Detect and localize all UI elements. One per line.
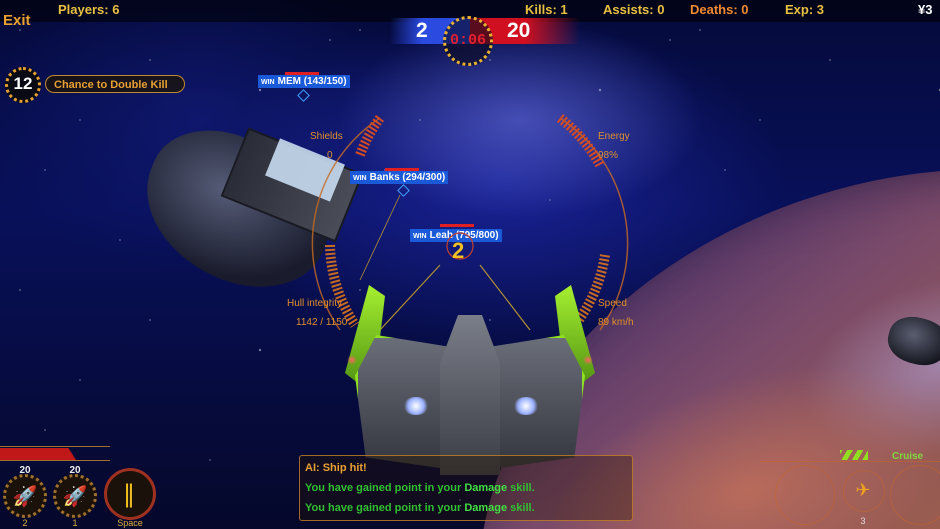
ability-slot[interactable] bbox=[843, 470, 885, 512]
nav-light bbox=[583, 355, 593, 365]
chat-text: skill. bbox=[507, 482, 535, 494]
hull-value: 1142 / 1150 bbox=[296, 317, 348, 328]
player-ship bbox=[345, 285, 595, 485]
energy-value: 98% bbox=[598, 150, 619, 161]
cruise-speed-icon bbox=[840, 450, 868, 460]
chat-log: AI: Ship hit! You have gained point in y… bbox=[299, 455, 633, 521]
target-name: MEM (143/150) bbox=[277, 76, 347, 87]
ability-slot-empty[interactable] bbox=[890, 465, 940, 525]
missile-icon: 🚀 bbox=[62, 484, 88, 508]
streak-count: 12 bbox=[13, 74, 33, 93]
streak-message: Chance to Double Kill bbox=[45, 75, 185, 93]
kills-stat: Kills: 1 bbox=[525, 2, 568, 17]
chat-text: skill. bbox=[507, 502, 535, 514]
energy-label: Energy bbox=[598, 131, 630, 142]
top-stats-bar bbox=[0, 0, 940, 22]
weapon-ammo: 20 bbox=[19, 465, 31, 476]
hull-label: Hull integrity bbox=[287, 298, 343, 309]
weapon-slot-missile[interactable]: 🚀 bbox=[3, 474, 47, 518]
weapon-heat-frame bbox=[0, 446, 110, 461]
blue-team-score: 2 bbox=[416, 19, 428, 42]
assists-stat: Assists: 0 bbox=[603, 2, 665, 17]
flight-mode: Cruise bbox=[892, 451, 924, 462]
speed-label: Speed bbox=[598, 298, 627, 309]
twin-cannon-icon: ‖ bbox=[123, 480, 137, 508]
weapon-key: Space bbox=[117, 518, 143, 528]
players-count: Players: 6 bbox=[58, 2, 120, 17]
streak-ring bbox=[5, 67, 41, 103]
engine-glow bbox=[403, 397, 429, 415]
target-name: Banks (294/300) bbox=[369, 172, 446, 183]
nav-light bbox=[347, 355, 357, 365]
target-team: WIN bbox=[413, 233, 427, 240]
chat-text: You have gained point in your bbox=[305, 502, 465, 514]
ship-hull bbox=[440, 315, 500, 475]
chat-skill: Damage bbox=[464, 502, 508, 514]
weapon-slot-missile[interactable]: 🚀 bbox=[53, 474, 97, 518]
chat-line: You have gained point in your Damage ski… bbox=[305, 498, 627, 518]
red-team-score: 20 bbox=[507, 19, 531, 42]
speed-value: 89 km/h bbox=[598, 317, 634, 328]
weapon-heat-bar bbox=[0, 448, 76, 460]
target-hp-bar bbox=[385, 168, 419, 171]
timer-ring bbox=[443, 16, 493, 66]
svg-text:2: 2 bbox=[452, 238, 464, 263]
weapon-key: 2 bbox=[22, 518, 28, 528]
engine-glow bbox=[513, 397, 539, 415]
target-hp-bar bbox=[285, 72, 319, 75]
missile-icon: 🚀 bbox=[12, 484, 38, 508]
shields-value: 0 bbox=[327, 150, 333, 161]
weapon-key: 1 bbox=[72, 518, 78, 528]
chat-skill: Damage bbox=[464, 482, 508, 494]
target-name: Leah (795/800) bbox=[429, 230, 499, 241]
chat-line: You have gained point in your Damage ski… bbox=[305, 478, 627, 498]
ability-slot-empty[interactable] bbox=[775, 465, 835, 525]
weapon-ammo: 20 bbox=[69, 465, 81, 476]
match-timer: 0:06 bbox=[449, 32, 486, 49]
chat-line: AI: Ship hit! bbox=[305, 462, 367, 474]
target-team: WIN bbox=[261, 79, 275, 86]
weapon-slot-cannon[interactable]: ‖ bbox=[104, 468, 156, 520]
exit-button[interactable]: Exit bbox=[3, 12, 31, 29]
drone-icon: ✈ bbox=[855, 480, 871, 501]
target-hp-bar bbox=[440, 224, 474, 227]
shields-label: Shields bbox=[310, 131, 343, 142]
chat-text: You have gained point in your bbox=[305, 482, 465, 494]
ability-key: 3 bbox=[860, 516, 866, 526]
deaths-stat: Deaths: 0 bbox=[690, 2, 749, 17]
crosshair-icon: 2 bbox=[446, 232, 474, 263]
right-panel-divider bbox=[760, 461, 940, 462]
currency-stat: ¥3 bbox=[918, 2, 933, 17]
target-team: WIN bbox=[353, 175, 367, 182]
exp-stat: Exp: 3 bbox=[785, 2, 825, 17]
